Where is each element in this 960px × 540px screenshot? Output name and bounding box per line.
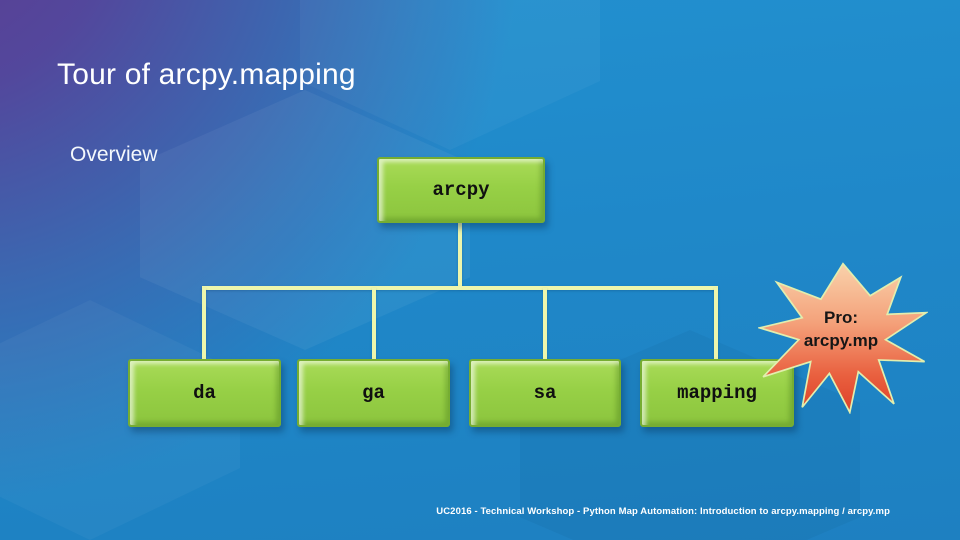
diagram-box-arcpy: arcpy xyxy=(377,157,545,223)
diagram-box-label: mapping xyxy=(677,382,757,404)
callout-text: Pro: arcpy.mp xyxy=(766,306,916,352)
section-heading: Overview xyxy=(70,143,158,166)
connector-drop-mapping xyxy=(714,288,718,360)
diagram-box-label: arcpy xyxy=(432,179,490,201)
connector-horizontal-bar xyxy=(202,286,718,290)
diagram-box-sa: sa xyxy=(469,359,621,427)
connector-drop-sa xyxy=(543,288,547,360)
diagram-box-ga: ga xyxy=(297,359,450,427)
connector-drop-da xyxy=(202,288,206,360)
diagram-box-label: sa xyxy=(533,382,557,404)
footer-credit-text: UC2016 - Technical Workshop - Python Map… xyxy=(436,506,890,517)
explosion-star-shape xyxy=(758,262,928,414)
diagram-box-label: ga xyxy=(362,382,385,404)
callout-line1: Pro: xyxy=(824,308,858,327)
callout-line2: arcpy.mp xyxy=(803,331,879,350)
connector-drop-ga xyxy=(372,288,376,360)
explosion-callout: Pro: arcpy.mp xyxy=(758,262,928,414)
diagram-box-label: da xyxy=(193,382,216,404)
connector-root-stem xyxy=(458,221,462,288)
diagram-box-da: da xyxy=(128,359,281,427)
slide-title: Tour of arcpy.mapping xyxy=(57,58,356,91)
